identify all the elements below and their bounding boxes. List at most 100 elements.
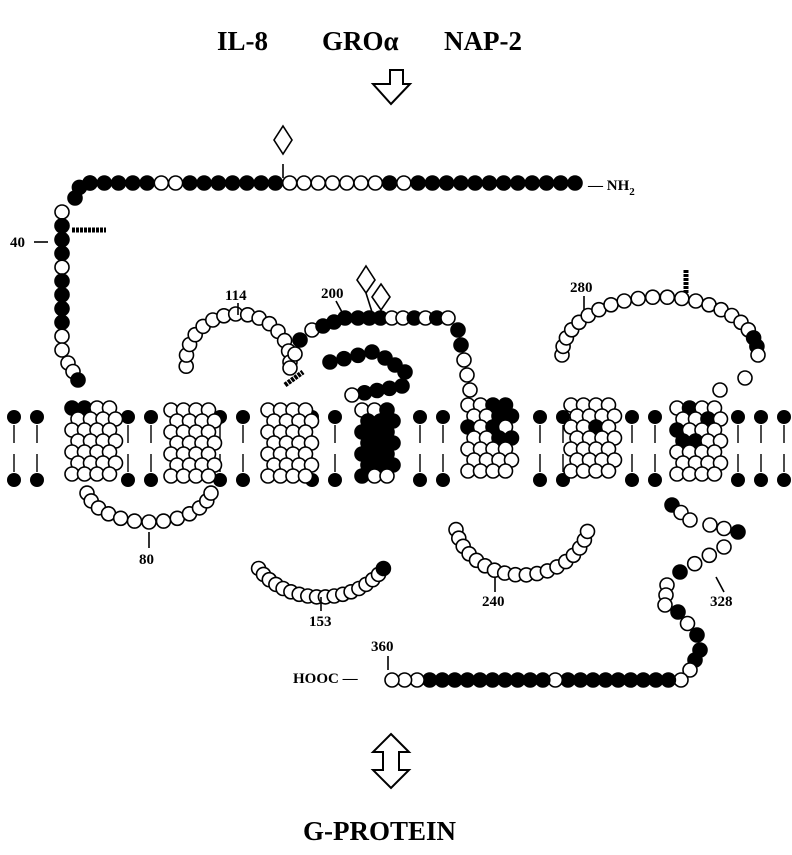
helix-residue	[708, 467, 722, 481]
n-terminus-label: — NH2	[587, 178, 635, 198]
g-protein-coupling-arrow-icon	[373, 734, 409, 788]
residue	[751, 348, 765, 362]
residue-label-40: 40	[10, 235, 25, 251]
residue	[383, 381, 397, 395]
residue	[368, 176, 382, 190]
lipid	[121, 410, 135, 487]
residue	[675, 292, 689, 306]
residue	[617, 294, 631, 308]
residue	[688, 557, 702, 571]
residue	[226, 176, 240, 190]
residue	[554, 176, 568, 190]
residue	[154, 176, 168, 190]
residue	[142, 515, 156, 529]
residue	[55, 315, 69, 329]
residue	[358, 386, 372, 400]
helix-residue	[202, 469, 216, 483]
residue	[460, 368, 474, 382]
residue	[463, 383, 477, 397]
residue	[128, 514, 142, 528]
residue	[71, 373, 85, 387]
residue	[338, 311, 352, 325]
residue	[398, 365, 412, 379]
residue	[183, 176, 197, 190]
residue	[717, 522, 731, 536]
residue	[370, 384, 384, 398]
residue	[68, 191, 82, 205]
residue	[497, 176, 511, 190]
residue	[713, 383, 727, 397]
g-protein-label: G-PROTEIN	[303, 816, 457, 846]
residue	[55, 260, 69, 274]
residue	[568, 176, 582, 190]
residue	[440, 176, 454, 190]
residue	[55, 274, 69, 288]
residue	[211, 176, 225, 190]
residue-label-114: 114	[225, 288, 247, 304]
residue	[425, 176, 439, 190]
residue	[717, 540, 731, 554]
lipid	[144, 410, 158, 487]
residue	[397, 176, 411, 190]
residue	[673, 565, 687, 579]
residue-label-80: 80	[139, 552, 154, 568]
residue	[689, 294, 703, 308]
residue	[326, 176, 340, 190]
residue	[354, 176, 368, 190]
residue	[169, 176, 183, 190]
residue	[683, 513, 697, 527]
ligand-binding-arrow-icon	[373, 70, 410, 104]
helix-residue	[499, 464, 513, 478]
residue	[457, 353, 471, 367]
glycosylation-site-n-terminal	[274, 126, 292, 178]
ligand-gro-alpha: GROα	[322, 26, 399, 56]
residue	[55, 233, 69, 247]
lipid	[7, 410, 21, 487]
residue	[540, 176, 554, 190]
residue	[157, 514, 171, 528]
lipid	[648, 410, 662, 487]
residue	[454, 338, 468, 352]
lipid	[777, 410, 791, 487]
residue	[451, 323, 465, 337]
c-terminus-label: HOOC —	[293, 671, 359, 687]
glycosylation-site-ecl2-a	[357, 266, 375, 312]
residue	[55, 329, 69, 343]
residue	[126, 176, 140, 190]
residue-label-200: 200	[321, 286, 344, 302]
residue	[351, 348, 365, 362]
residue	[297, 176, 311, 190]
residue	[738, 371, 752, 385]
residue-label-360: 360	[371, 639, 394, 655]
residue	[345, 388, 359, 402]
lipid	[533, 410, 547, 487]
residue	[511, 176, 525, 190]
helix-residue	[602, 464, 616, 478]
residue	[658, 598, 672, 612]
residue	[311, 176, 325, 190]
residue	[254, 176, 268, 190]
residue	[340, 176, 354, 190]
residue	[288, 347, 302, 361]
residue	[646, 290, 660, 304]
residue	[55, 219, 69, 233]
ligand-il8: IL-8	[217, 26, 268, 56]
residue	[55, 302, 69, 316]
helix-residue	[380, 469, 394, 483]
residue	[337, 352, 351, 366]
residue-label-280: 280	[570, 280, 593, 296]
residue	[376, 562, 390, 576]
residue	[454, 176, 468, 190]
residue-label-240: 240	[482, 594, 505, 610]
residue	[97, 176, 111, 190]
residue	[441, 311, 455, 325]
residue	[690, 628, 704, 642]
residue	[604, 298, 618, 312]
residue	[283, 176, 297, 190]
lipid	[30, 410, 44, 487]
residue	[268, 176, 282, 190]
lipid	[236, 410, 250, 487]
residue	[525, 176, 539, 190]
